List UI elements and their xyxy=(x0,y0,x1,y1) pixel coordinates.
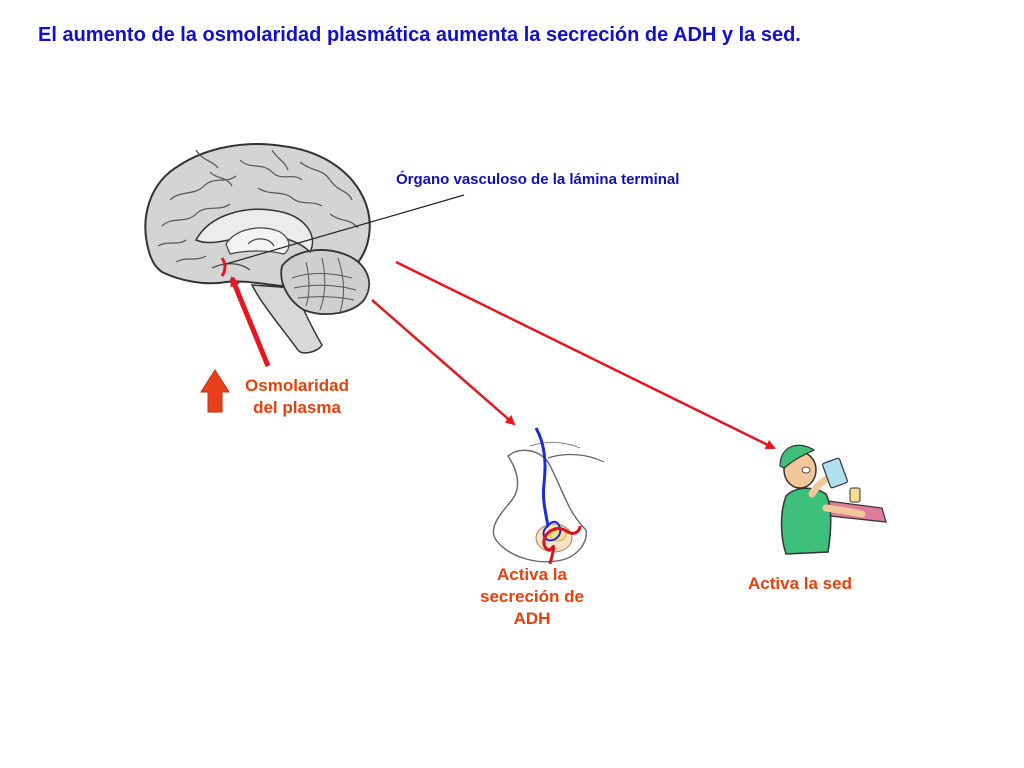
osmolarity-label: Osmolaridad del plasma xyxy=(222,375,372,419)
osmolarity-label-line-1: Osmolaridad xyxy=(245,376,349,395)
thirst-label: Activa la sed xyxy=(748,574,852,593)
up-arrow-icon xyxy=(200,369,230,413)
organ-label: Órgano vasculoso de la lámina terminal xyxy=(396,171,680,188)
adh-label-line-2: secreción de xyxy=(480,587,584,606)
adh-label: Activa la secreción de ADH xyxy=(458,564,606,630)
pituitary-gland-icon xyxy=(492,427,605,565)
thirst-arrow xyxy=(395,260,776,450)
page-title: El aumento de la osmolaridad plasmática … xyxy=(38,24,801,46)
adh-label-line-3: ADH xyxy=(513,609,551,628)
organ-pointer-line xyxy=(225,194,465,265)
osmolarity-arrow xyxy=(229,276,271,367)
osmolarity-label-line-2: del plasma xyxy=(253,398,341,417)
adh-label-line-1: Activa la xyxy=(497,565,567,584)
drinking-person-icon xyxy=(779,444,887,555)
brain-sagittal-icon xyxy=(144,143,371,354)
adh-arrow xyxy=(371,299,516,426)
